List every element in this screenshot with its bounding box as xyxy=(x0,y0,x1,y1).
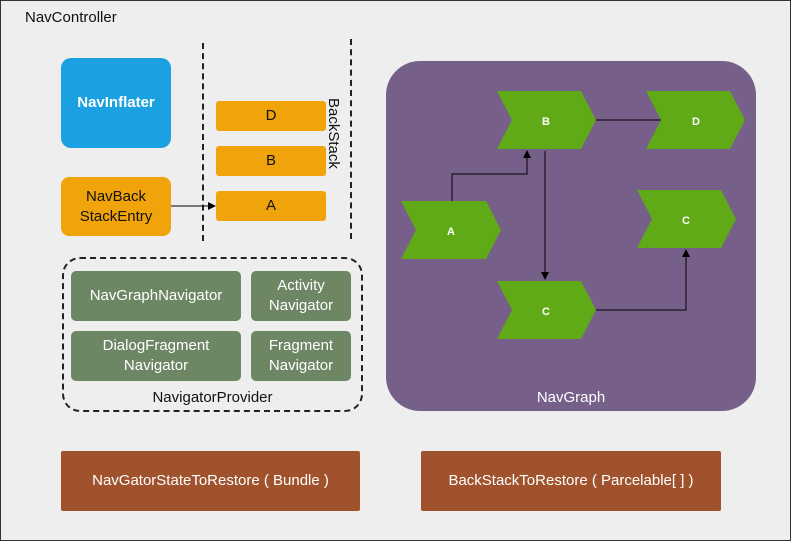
nav-graph-label: NavGraph xyxy=(536,389,606,406)
edge-c-bottom-to-c-right xyxy=(595,249,690,311)
nav-graph-node-a xyxy=(401,201,501,259)
nav-inflater-box: NavInflater xyxy=(61,58,171,148)
back-stack-to-restore-box: BackStackToRestore ( Parcelable[ ] ) xyxy=(421,451,721,511)
dialog-fragment-navigator-box: DialogFragment Navigator xyxy=(71,331,241,381)
navigator-state-to-restore-box: NavGatorStateToRestore ( Bundle ) xyxy=(61,451,360,511)
nav-graph-node-c-bottom-label: C xyxy=(542,306,550,318)
nav-graph-node-d-label: D xyxy=(692,116,700,128)
edge-a-to-b xyxy=(451,150,531,201)
back-stack-label: BackStack xyxy=(325,98,342,169)
navigator-provider-label: NavigatorProvider xyxy=(152,389,273,406)
diagram-title: NavController xyxy=(25,9,117,26)
back-stack-item-d: D xyxy=(216,101,326,131)
nav-graph-node-c-bottom xyxy=(497,281,596,339)
back-stack-right-divider xyxy=(350,39,352,239)
activity-navigator-box: Activity Navigator xyxy=(251,271,351,321)
back-stack-left-divider xyxy=(202,43,204,241)
nav-graph-navigator-box: NavGraphNavigator xyxy=(71,271,241,321)
nav-graph-node-b-label: B xyxy=(542,116,550,128)
nav-graph-node-a-label: A xyxy=(447,226,455,238)
fragment-navigator-box: Fragment Navigator xyxy=(251,331,351,381)
nav-graph-node-c-right xyxy=(637,190,736,248)
nav-graph-node-d xyxy=(646,91,745,149)
back-stack-item-b: B xyxy=(216,146,326,176)
back-stack-item-a: A xyxy=(216,191,326,221)
nav-graph-node-b xyxy=(497,91,596,149)
nav-back-stack-entry-box: NavBack StackEntry xyxy=(61,177,171,236)
nav-graph-node-c-right-label: C xyxy=(682,215,690,227)
navigator-provider-group xyxy=(62,257,363,412)
